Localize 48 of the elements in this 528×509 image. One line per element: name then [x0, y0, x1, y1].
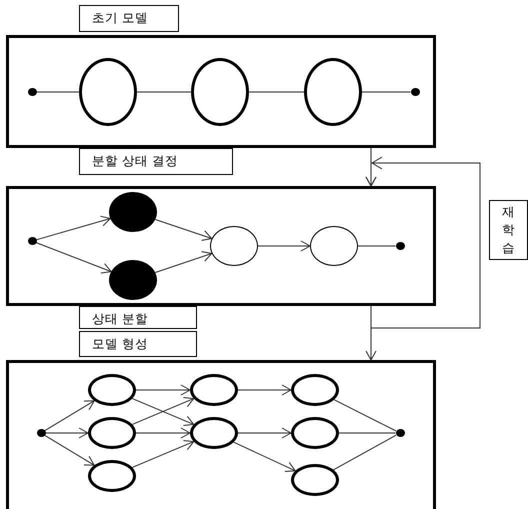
transition-arrow: [238, 384, 292, 396]
state-ellipse: [109, 260, 157, 300]
transition-arrow: [136, 428, 190, 438]
transition-arrow: [154, 251, 212, 273]
state-ellipse: [88, 417, 136, 449]
terminal-dot: [36, 429, 46, 437]
panel-box: [6, 360, 436, 509]
step-label: 모델 형성: [79, 331, 197, 357]
transition-line: [338, 432, 396, 434]
transition-arrow: [44, 434, 95, 466]
step-label: 상태 분할: [79, 306, 197, 329]
terminal-dot: [396, 242, 404, 250]
transition-arrow: [36, 242, 112, 274]
transition-arrow: [258, 240, 310, 252]
transition-arrow: [233, 442, 296, 472]
state-ellipse: [291, 417, 339, 449]
state-ellipse: [291, 464, 339, 496]
terminal-dot: [28, 88, 36, 96]
transition-line: [334, 399, 397, 432]
transition-arrow: [44, 400, 95, 432]
transition-arrow: [154, 219, 212, 241]
transition-arrow: [36, 216, 111, 240]
flow-arrow: [366, 306, 376, 360]
state-ellipse: [310, 226, 358, 266]
terminal-dot: [396, 429, 404, 437]
terminal-dot: [410, 88, 420, 96]
state-ellipse: [88, 460, 136, 492]
transition-line: [333, 434, 397, 470]
state-ellipse: [191, 58, 249, 126]
panel-box: [6, 186, 436, 306]
state-ellipse: [210, 226, 258, 266]
state-ellipse: [109, 192, 157, 232]
transition-arrow: [136, 384, 190, 396]
state-ellipse: [88, 374, 136, 406]
step-label: 초기 모델: [79, 5, 179, 32]
state-ellipse: [291, 374, 339, 406]
state-ellipse: [79, 58, 137, 126]
transition-arrow: [238, 428, 292, 438]
edge-label: 재학습: [489, 200, 528, 260]
panel-box: [6, 35, 436, 148]
transition-arrow: [45, 428, 88, 438]
state-ellipse: [190, 417, 238, 449]
flow-arrow: [366, 156, 480, 328]
terminal-dot: [28, 237, 36, 245]
state-ellipse: [190, 374, 238, 406]
transition-arrow: [132, 440, 194, 468]
step-label: 분할 상태 결정: [79, 148, 233, 175]
state-ellipse: [304, 58, 362, 126]
